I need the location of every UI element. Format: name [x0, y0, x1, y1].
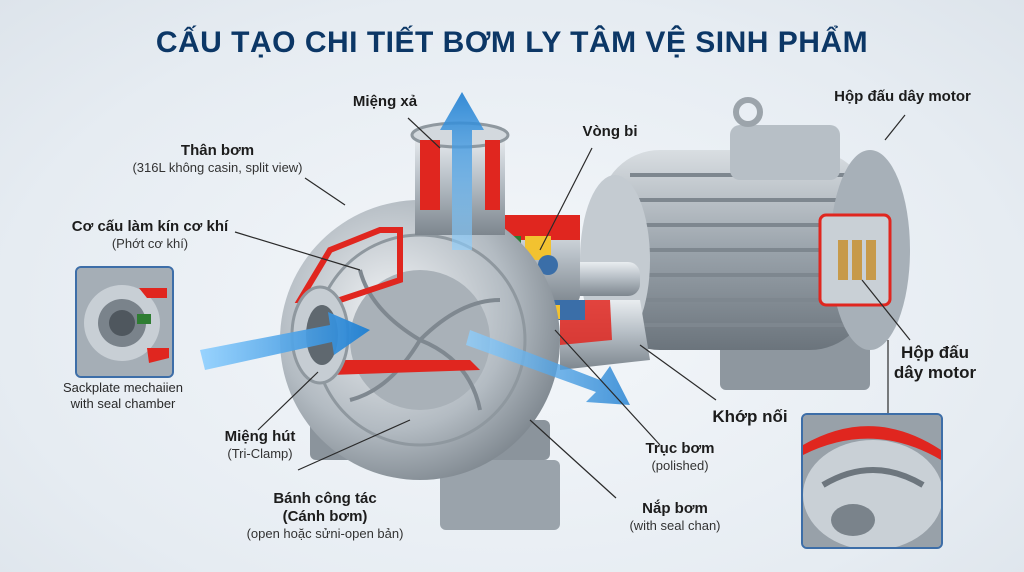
- label-terminal-box-top-title: Hộp đấu dây motor: [834, 88, 971, 105]
- label-suction: Miệng hút (Tri-Clamp): [205, 428, 315, 462]
- label-shaft-note: (polished): [651, 458, 709, 473]
- label-backplate: Sackplate mechaiien with seal chamber: [63, 380, 183, 412]
- label-terminal-box-right-title: Hộp đấu: [901, 343, 969, 362]
- label-suction-title: Miệng hút: [224, 428, 296, 445]
- impeller-detail-inset: [801, 413, 943, 549]
- label-impeller: Bánh công tác (Cánh bơm) (open hoặc sửni…: [225, 490, 425, 542]
- label-mechanical-seal-title: Cơ cấu làm kín cơ khí: [71, 218, 229, 235]
- label-bearing: Vòng bi: [560, 123, 660, 141]
- label-suction-note: (Tri-Clamp): [227, 446, 293, 461]
- terminal-box: [818, 213, 892, 307]
- label-mechanical-seal-note: (Phớt cơ khí): [111, 236, 189, 251]
- flow-arrows: [200, 92, 630, 405]
- label-coupling: Khớp nối: [700, 407, 800, 427]
- label-pump-casing: Thân bơm (316L không casin, split view): [100, 142, 335, 176]
- label-pump-casing-title: Thân bơm: [180, 142, 255, 159]
- label-pump-cover: Nắp bơm (with seal chan): [605, 500, 745, 534]
- label-discharge-title: Miệng xả: [352, 93, 418, 110]
- label-coupling-title: Khớp nối: [712, 407, 788, 426]
- label-mechanical-seal: Cơ cấu làm kín cơ khí (Phớt cơ khí): [40, 218, 260, 252]
- label-terminal-box-top: Hộp đấu dây motor: [815, 88, 990, 106]
- label-discharge: Miệng xả: [330, 93, 440, 111]
- backplate-inset-image: [77, 268, 172, 376]
- label-impeller-title2: (Cánh bơm): [282, 508, 368, 525]
- label-pump-cover-note: (with seal chan): [629, 518, 721, 533]
- pump-casing: [280, 200, 560, 530]
- diagram-title: CẤU TẠO CHI TIẾT BƠM LY TÂM VỆ SINH PHẨM: [155, 26, 869, 59]
- label-pump-casing-note: (316L không casin, split view): [132, 160, 303, 175]
- backplate-inset: [75, 266, 174, 378]
- label-bearing-title: Vòng bi: [582, 123, 638, 140]
- label-shaft: Trục bơm (polished): [630, 440, 730, 474]
- label-impeller-note: (open hoặc sửni-open bản): [246, 526, 404, 541]
- label-terminal-box-right-title2: dây motor: [893, 363, 977, 383]
- label-shaft-title: Trục bơm: [645, 440, 715, 457]
- label-terminal-box-right: Hộp đấu dây motor: [880, 343, 990, 384]
- label-pump-cover-title: Nắp bơm: [642, 500, 708, 517]
- leader-lines: [234, 114, 911, 499]
- impeller-detail-image: [803, 415, 941, 547]
- label-impeller-title: Bánh công tác: [273, 490, 377, 507]
